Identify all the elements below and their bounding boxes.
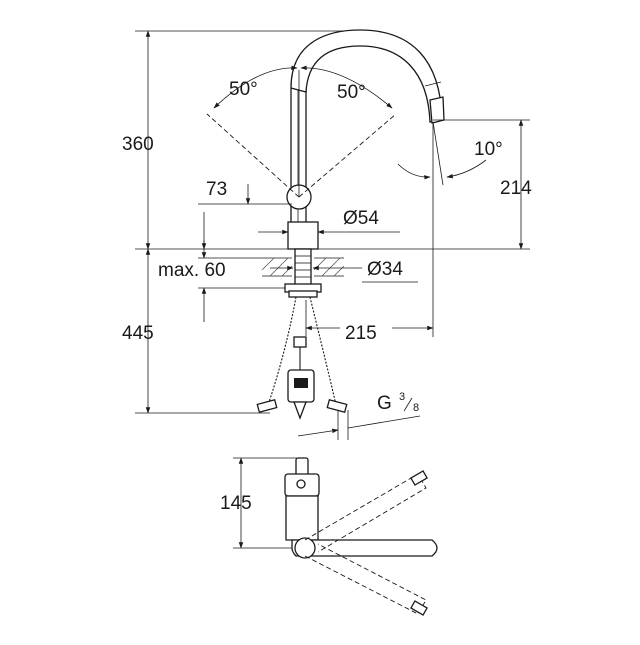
dim-max-60: max. 60 bbox=[158, 240, 285, 322]
dim-214: 214 bbox=[433, 119, 532, 250]
lever-angles: 50° 50° bbox=[206, 65, 397, 198]
label-thread-g: G bbox=[377, 393, 392, 414]
label-73: 73 bbox=[206, 179, 227, 200]
label-thread-num: 3 bbox=[399, 391, 405, 403]
label-145: 145 bbox=[220, 493, 252, 514]
supply-hoses bbox=[256, 296, 349, 440]
label-diameter-54: Ø54 bbox=[343, 208, 379, 229]
label-215: 215 bbox=[345, 323, 377, 344]
label-445: 445 bbox=[122, 323, 154, 344]
label-diameter-34: Ø34 bbox=[367, 259, 403, 280]
label-angle-right: 50° bbox=[337, 82, 366, 103]
label-214: 214 bbox=[500, 178, 532, 199]
dim-73: 73 bbox=[198, 179, 292, 250]
label-360: 360 bbox=[122, 134, 154, 155]
label-thread-den: 8 bbox=[413, 402, 419, 414]
countertop-section bbox=[261, 248, 345, 298]
faucet-side-view bbox=[286, 29, 445, 250]
dim-215: 215 bbox=[305, 185, 434, 344]
dim-spout-angle: 10° bbox=[397, 121, 503, 186]
dim-360: 360 bbox=[122, 30, 360, 250]
faucet-plan-view: 145 bbox=[220, 457, 438, 616]
dim-diameter-34: Ø34 bbox=[270, 259, 418, 283]
label-max-60: max. 60 bbox=[158, 260, 226, 281]
label-angle-left: 50° bbox=[229, 79, 258, 100]
label-spout-angle: 10° bbox=[474, 139, 503, 160]
dim-445: 445 bbox=[122, 248, 270, 414]
dim-diameter-54: Ø54 bbox=[258, 208, 400, 235]
dim-thread: G 3 8 bbox=[297, 391, 421, 437]
